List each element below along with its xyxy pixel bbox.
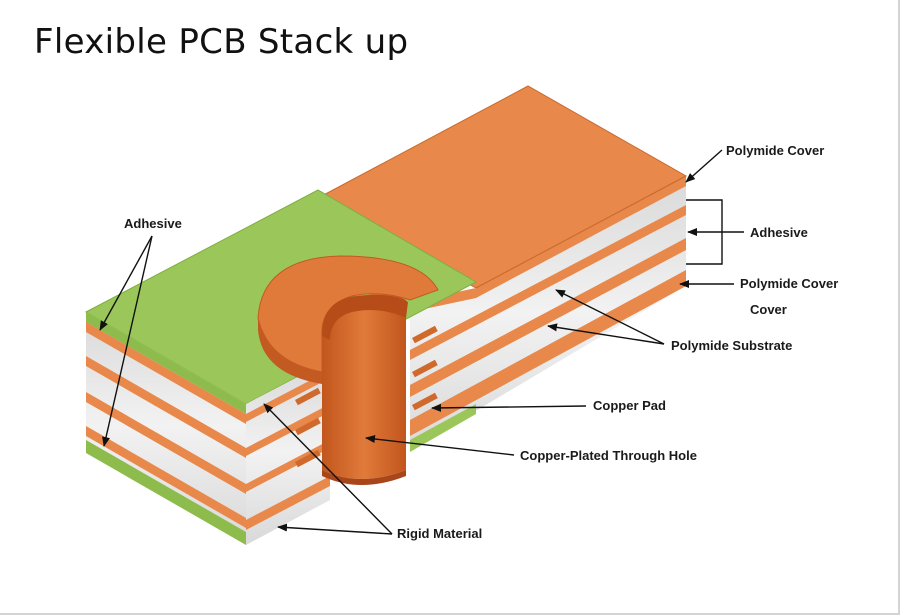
- label-polymide-substrate: Polymide Substrate: [671, 338, 792, 353]
- through-hole: [257, 255, 439, 485]
- flex-copper-layer-2: [410, 205, 686, 360]
- flex-copper-layer-3: [410, 238, 686, 397]
- flex-copper-layer-4: [410, 270, 686, 436]
- label-copper-pad: Copper Pad: [593, 398, 666, 413]
- rigid-front-face: [86, 312, 246, 540]
- rigid-copper-layer-4: [86, 426, 246, 528]
- leader-lines: [99, 149, 744, 535]
- rigid-copper-layer-2: [86, 356, 246, 458]
- copper-pad-ring: [257, 255, 439, 373]
- label-through-hole: Copper-Plated Through Hole: [520, 448, 697, 463]
- flex-section: [316, 85, 688, 450]
- label-rigid-material: Rigid Material: [397, 526, 482, 541]
- rigid-copper-layer-3: [86, 392, 246, 494]
- label-cover: Cover: [750, 302, 787, 317]
- label-polymide-cover-top: Polymide Cover: [726, 143, 824, 158]
- label-polymide-cover-bottom: Polymide Cover: [740, 276, 838, 291]
- hole-barrel: [322, 293, 406, 479]
- label-adhesive-left: Adhesive: [124, 216, 182, 231]
- label-adhesive-right: Adhesive: [750, 225, 808, 240]
- figure-title: Flexible PCB Stack up: [34, 22, 409, 62]
